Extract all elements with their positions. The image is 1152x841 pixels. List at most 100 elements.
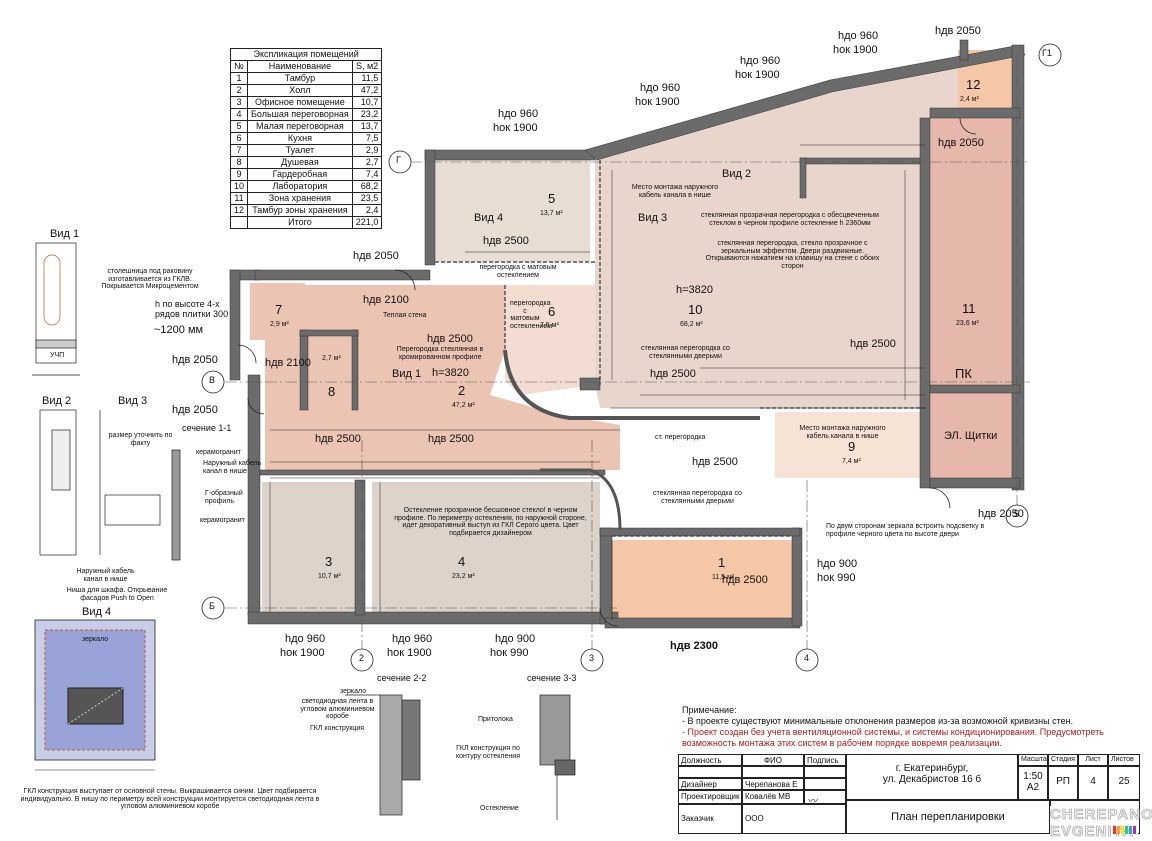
door-swings <box>237 117 977 627</box>
legend-header-name: Наименование <box>247 60 353 73</box>
label-section-3-3: сечение 3-3 <box>527 673 577 683</box>
label-steklyannaya-dveri-1: стеклянная перегородка со стеклянными дв… <box>641 345 730 360</box>
room-2-number: 2 <box>458 383 466 398</box>
door-height-4a: hдо 960 <box>838 30 879 42</box>
room-11-fill <box>930 118 1015 488</box>
door-height-1a: hдо 960 <box>498 108 539 120</box>
legend-cell-num: 11 <box>229 192 249 205</box>
heading-vid1: Вид 1 <box>50 228 80 240</box>
legend-cell-num: 7 <box>229 144 249 157</box>
legend-cell-num: 2 <box>229 84 249 97</box>
legend-cell-num: 8 <box>229 156 249 169</box>
door-height-2a: hдо 960 <box>640 82 681 94</box>
label-section-2-2: сечение 2-2 <box>377 673 427 683</box>
curved-partition <box>503 349 760 420</box>
label-steklyannaya-obes: стеклянная прозрачная перегородка с обес… <box>701 212 879 227</box>
label-vid2-plan: Вид 2 <box>722 168 752 180</box>
room-7-fill <box>250 283 305 340</box>
label-zerkalo-svet: По двум сторонам зеркала встроить подсве… <box>826 523 985 538</box>
hdv-12: hдв 2500 <box>315 433 361 445</box>
tb-header-sheets: Листов <box>1108 754 1140 766</box>
notes-title: Примечание: <box>682 705 737 715</box>
door-height-3b: hок 1900 <box>735 69 780 81</box>
tb-role-designer: Дизайнер <box>678 778 742 790</box>
label-zerkalo: зеркало <box>82 636 109 643</box>
legend-cell-area: 23,5 <box>351 192 383 205</box>
room-4-area: 23,2 м² <box>452 573 475 580</box>
legend-cell-num: 12 <box>229 204 249 217</box>
label-stoleshnitsa: столешница под раковину изготавливается … <box>101 268 199 291</box>
tb-name-customer: ООО «Горнозаводсцемент» <box>742 804 846 834</box>
room-7-number: 7 <box>275 302 283 317</box>
tb-signature: 〰 <box>804 790 846 804</box>
hdv-2: hдв 2050 <box>353 250 399 262</box>
room-4-number: 4 <box>458 554 466 569</box>
tb-scale: 1:50 А2 <box>1018 766 1048 800</box>
label-st-peregorodka: ст. перегородка <box>655 434 706 441</box>
room-1-number: 1 <box>718 555 726 570</box>
legend-total-label: Итого <box>247 216 353 229</box>
room-1-fill <box>612 540 795 622</box>
room-12-area: 2,4 м² <box>960 96 979 103</box>
legend-cell-name: Офисное помещение <box>247 96 353 109</box>
tb-name-designer: Черепанова Е <box>742 778 804 790</box>
label-naruzhny-kabel: Наружный кабель канал в нише <box>203 460 262 475</box>
legend-cell-name: Тамбур зоны хранения <box>247 204 353 217</box>
label-zerkalo-2: зеркало <box>340 688 367 695</box>
title-block: Должность ФИО Подпись Дизайнер Черепанов… <box>678 754 1140 834</box>
logo-line-2: EVGENIYA <box>1050 823 1135 841</box>
notes-line-1: - В проекте существуют минимальные откло… <box>682 716 1074 726</box>
room-5-fill <box>435 160 590 262</box>
legend-cell-name: Лаборатория <box>247 180 353 193</box>
legend-cell-num: 9 <box>229 168 249 181</box>
grid-lines <box>225 55 1030 650</box>
hdv-17: hдв 2050 <box>978 508 1024 520</box>
room-10-number: 10 <box>688 302 703 317</box>
label-gkl-konstr: ГКЛ конструкция <box>310 725 365 732</box>
axis-label-2: 2 <box>359 653 365 663</box>
legend-cell-name: Душевая <box>247 156 353 169</box>
tb-drawing-title: План перепланировки <box>846 800 1050 834</box>
legend-header-area: S, м2 <box>351 60 383 73</box>
label-gkl-note: ГКЛ конструкция выступает от основной ст… <box>20 788 320 811</box>
hdv-4: hдв 2050 <box>172 404 218 416</box>
legend-cell-area: 7,4 <box>351 168 383 181</box>
legend-cell-area: 11,5 <box>351 72 383 85</box>
legend-cell-name: Туалет <box>247 144 353 157</box>
door-height-2b: hок 1900 <box>635 96 680 108</box>
label-nisha: Ниша для шкафа. Открывание фасадов Push … <box>66 587 168 602</box>
legend-cell-area: 47,2 <box>351 84 383 97</box>
room-3-number: 3 <box>325 554 333 569</box>
label-tile-height: h по высоте 4-х рядов плитки 300 <box>155 299 229 319</box>
axis-label-v: В <box>209 375 216 385</box>
door-height-5a: hдо 960 <box>285 633 326 645</box>
room-5-number: 5 <box>548 191 556 206</box>
legend-cell-name: Большая переговорная <box>247 108 353 121</box>
door-height-6a: hдо 960 <box>392 633 433 645</box>
label-keramogranit-1: керамогранит <box>196 449 241 456</box>
room-3-fill <box>262 482 355 612</box>
label-naruzhny-kabel-2: Наружный кабель канал в нише <box>76 568 135 583</box>
hdv-8: hдв 2500 <box>483 235 529 247</box>
door-height-8b: hок 990 <box>817 572 856 584</box>
room-legend-table: Экспликация помещений № Наименование S, … <box>229 48 383 229</box>
label-steklyannaya-zerk: стеклянная перегородка, стекло прозрачно… <box>705 240 880 271</box>
legend-cell-num: 6 <box>229 132 249 145</box>
hdv-15: hдв 2500 <box>722 574 768 586</box>
door-height-7a: hдо 900 <box>495 633 536 645</box>
axis-markers <box>201 43 1062 672</box>
door-height-6b: hок 1900 <box>387 647 432 659</box>
axis-label-g: Г <box>396 155 401 165</box>
room-8-fill <box>306 375 352 410</box>
axis-label-3: 3 <box>589 653 595 663</box>
legend-cell-area: 23,2 <box>351 108 383 121</box>
